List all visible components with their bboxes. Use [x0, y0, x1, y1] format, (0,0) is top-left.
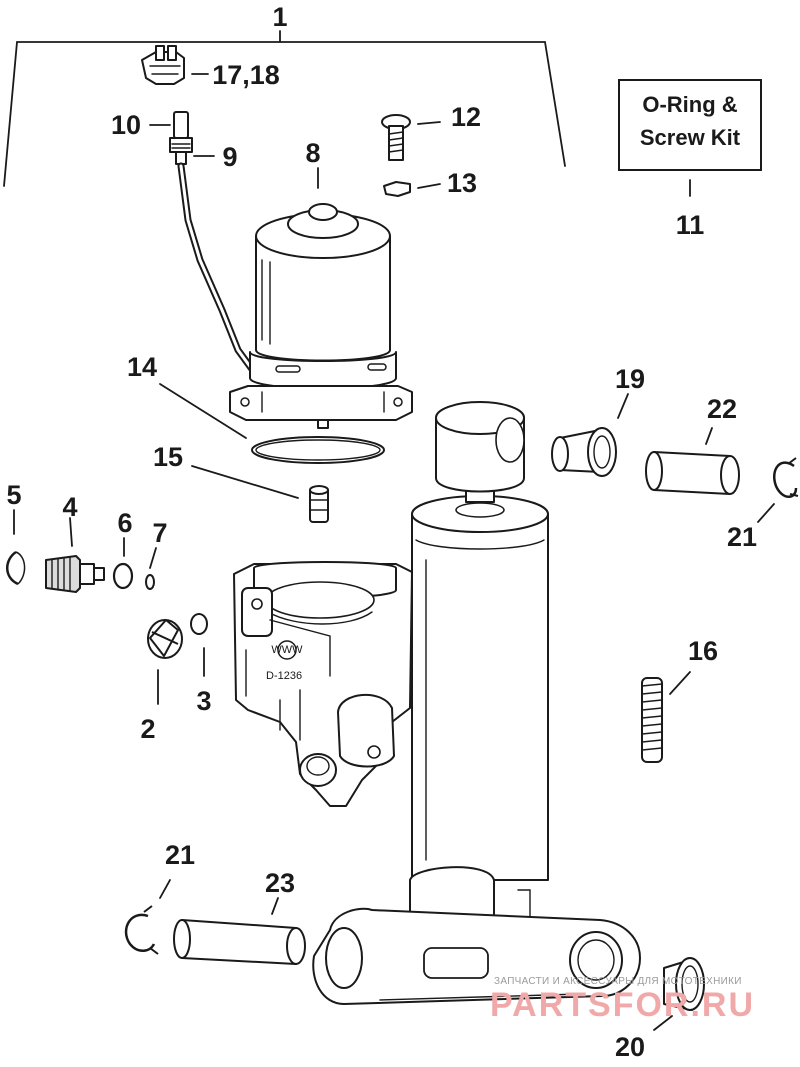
- callout-15: 15: [153, 442, 183, 472]
- callout-2: 2: [140, 714, 155, 744]
- oring-part-14: [159, 383, 385, 464]
- watermark: ЗАПЧАСТИ И АКСЕССУАРЫ ДЛЯ МОТОТЕХНИКИ PA…: [490, 976, 755, 1024]
- callout-12: 12: [451, 102, 481, 132]
- clip-part-13: [383, 181, 441, 197]
- callout-23: 23: [265, 868, 295, 898]
- callout-20: 20: [615, 1032, 645, 1062]
- callout-9: 9: [222, 142, 237, 172]
- kit-box-line1: O-Ring &: [642, 92, 737, 117]
- pin-part-23: [173, 897, 306, 965]
- callout-labels: 1 2 3 4 5 6 7 8 9 10 11 12 13 14 15 16 1…: [6, 2, 757, 1062]
- trim-cylinder-housing: WWW D-1236: [233, 401, 641, 1005]
- callout-22: 22: [707, 394, 737, 424]
- plug-part-2: [147, 619, 183, 705]
- callout-16: 16: [688, 636, 718, 666]
- assembly-bracket: [3, 30, 566, 187]
- valve-part-4: [45, 517, 105, 593]
- oring-part-6: [112, 537, 134, 590]
- callout-4: 4: [62, 492, 77, 522]
- callout-3: 3: [196, 686, 211, 716]
- cast-logo: WWW: [271, 644, 303, 656]
- connector-part-17-18: [141, 45, 209, 85]
- callout-17-18: 17,18: [212, 60, 280, 90]
- wire-plug-part-9-10: [149, 111, 258, 376]
- ring-part-5: [6, 509, 26, 586]
- pin-part-22: [645, 427, 740, 495]
- kit-box-line2: Screw Kit: [640, 125, 741, 150]
- screw-part-12: [381, 114, 441, 161]
- callout-6: 6: [117, 508, 132, 538]
- callout-5: 5: [6, 480, 21, 510]
- oring-part-7: [145, 547, 157, 590]
- callout-21-bottom: 21: [165, 840, 195, 870]
- motor-part-8: [229, 167, 413, 429]
- callout-10: 10: [111, 110, 141, 140]
- clip-part-21-top: [757, 457, 799, 523]
- callout-1: 1: [272, 2, 287, 32]
- callout-21-top: 21: [727, 522, 757, 552]
- callout-11: 11: [676, 210, 705, 240]
- callout-19: 19: [615, 364, 645, 394]
- callout-14: 14: [127, 352, 157, 382]
- rod-part-16: [641, 671, 691, 763]
- filter-part-15: [191, 465, 329, 523]
- clip-part-21-bottom: [124, 879, 171, 955]
- callout-13: 13: [447, 168, 477, 198]
- callout-8: 8: [305, 138, 320, 168]
- bushing-part-20: [653, 957, 705, 1031]
- bushing-part-19: [551, 393, 629, 477]
- cast-code: D-1236: [266, 670, 302, 682]
- watermark-brand: PARTSFOR.RU: [490, 986, 755, 1024]
- kit-box: O-Ring & Screw Kit: [618, 79, 762, 197]
- watermark-tagline: ЗАПЧАСТИ И АКСЕССУАРЫ ДЛЯ МОТОТЕХНИКИ: [494, 976, 742, 987]
- callout-7: 7: [152, 518, 167, 548]
- oring-part-3: [190, 613, 208, 677]
